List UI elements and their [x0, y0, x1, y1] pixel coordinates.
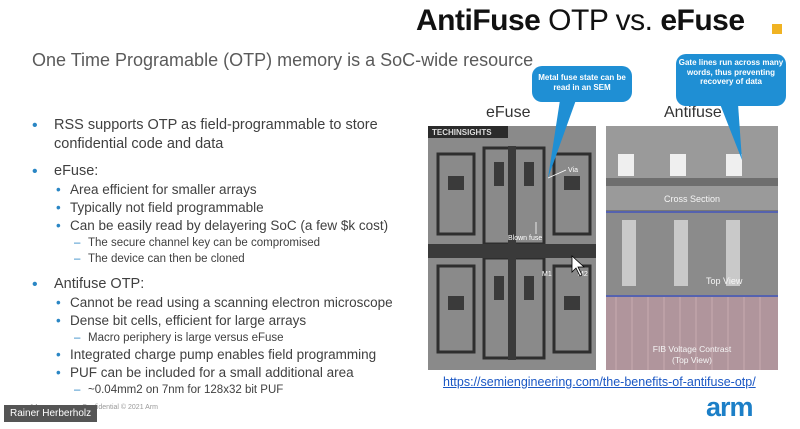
- bullet-level-2: Cannot be read using a scanning electron…: [30, 294, 410, 312]
- bullet-level-1: RSS supports OTP as field-programmable t…: [30, 116, 410, 154]
- antifuse-image-label: Antifuse: [664, 104, 722, 121]
- confidential-notice: Confidential © 2021 Arm: [82, 404, 158, 411]
- title-antifuse: AntiFuse: [416, 4, 541, 37]
- metal-fuse-callout: Metal fuse state can be read in an SEM: [532, 66, 632, 102]
- bullet-level-2: Can be easily read by delayering SoC (a …: [30, 217, 410, 235]
- bullet-list: RSS supports OTP as field-programmable t…: [30, 108, 410, 398]
- blown-fuse-label: Blown fuse: [508, 235, 542, 242]
- bullet-level-3: The secure channel key can be compromise…: [30, 235, 410, 251]
- slide-subtitle: One Time Programable (OTP) memory is a S…: [32, 50, 534, 70]
- bullet-level-2: Integrated charge pump enables field pro…: [30, 346, 410, 364]
- bullet-level-2: Area efficient for smaller arrays: [30, 181, 410, 199]
- cross-section-label: Cross Section: [664, 194, 720, 204]
- accent-square: [772, 24, 782, 34]
- bullet-level-3: ~0.04mm2 on 7nm for 128x32 bit PUF: [30, 382, 410, 398]
- gate-lines-callout: Gate lines run across many words, thus p…: [676, 54, 786, 106]
- presenter-name-tag: Rainer Herberholz: [4, 405, 98, 422]
- title-middle: OTP vs.: [540, 4, 661, 37]
- bullet-level-2: PUF can be included for a small addition…: [30, 364, 410, 382]
- fib-voltage-label: FIB Voltage Contrast: [653, 344, 732, 354]
- title-efuse: eFuse: [660, 4, 745, 37]
- slide-title: AntiFuse OTP vs. eFuse: [416, 4, 782, 38]
- bullet-level-1: eFuse:: [30, 162, 410, 181]
- bullet-level-2: Dense bit cells, efficient for large arr…: [30, 312, 410, 330]
- efuse-sem-image: TECHINSIGHTS: [428, 126, 596, 370]
- m2-label: M2: [578, 271, 588, 278]
- m1-label: M1: [542, 271, 552, 278]
- mouse-cursor-icon: [571, 255, 586, 277]
- efuse-image-label: eFuse: [486, 104, 531, 121]
- via-label: Via: [568, 167, 578, 174]
- arm-logo: arm: [706, 392, 754, 422]
- antifuse-sem-image: Cross Section Top View FIB Voltage Contr…: [606, 126, 778, 370]
- bullet-level-2: Typically not field programmable: [30, 199, 410, 217]
- fib-top-view-label: (Top View): [672, 355, 712, 365]
- source-link[interactable]: https://semiengineering.com/the-benefits…: [443, 375, 756, 389]
- bullet-level-1: Antifuse OTP:: [30, 275, 410, 294]
- bullet-level-3: Macro periphery is large versus eFuse: [30, 330, 410, 346]
- techinsights-watermark: TECHINSIGHTS: [432, 128, 492, 137]
- top-view-label: Top View: [706, 276, 743, 286]
- bullet-level-3: The device can then be cloned: [30, 251, 410, 267]
